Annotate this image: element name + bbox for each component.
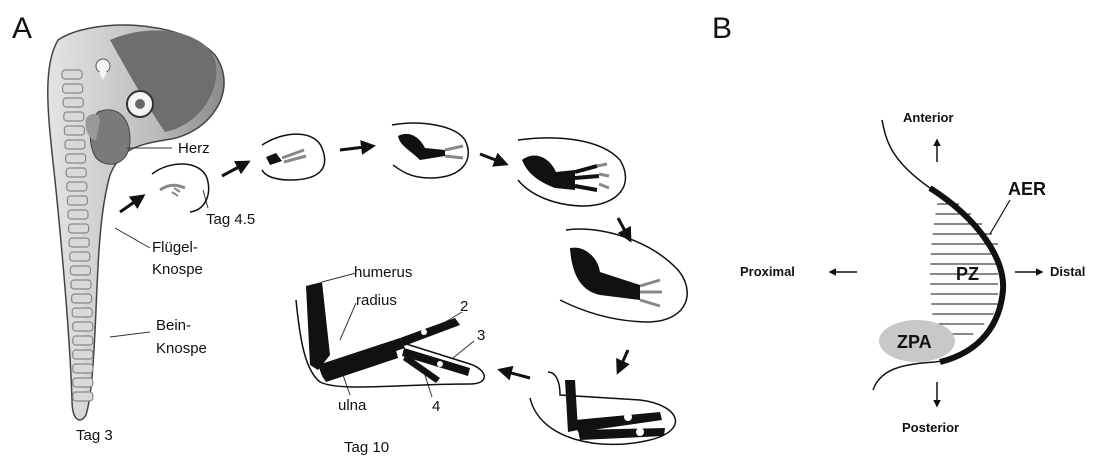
somite [66,168,86,177]
somite [73,336,93,345]
panel-a-letter: A [12,12,32,45]
somite [66,154,86,163]
somite [69,238,89,247]
limb-stage-3 [392,123,468,178]
somite [70,266,90,275]
label-digit-4: 4 [432,398,440,415]
somite [65,140,85,149]
somite [73,322,93,331]
somite [72,308,92,317]
label-zpa: ZPA [897,332,932,352]
label-bein-line2: Knospe [156,340,207,357]
somite [69,224,89,233]
somite [62,70,82,79]
label-herz: Herz [178,140,210,157]
somite [64,112,84,121]
somite [67,196,87,205]
label-ulna: ulna [338,397,367,414]
limb-stage-5 [560,229,687,322]
label-fluegel-line1: Flügel- [152,239,198,256]
label-proximal: Proximal [740,264,795,279]
label-anterior: Anterior [903,110,954,125]
label-tag-4-5: Tag 4.5 [206,211,255,228]
somite [72,294,92,303]
limb-stage-6 [530,372,675,444]
label-tag-3: Tag 3 [76,427,113,444]
label-fluegel-line2: Knospe [152,261,203,278]
limb-stage-1 [152,164,209,212]
label-humerus: humerus [354,264,412,281]
panel-b: B Anterior Posterior Proximal Distal AER… [712,12,1085,435]
somite [71,280,91,289]
somite [73,378,93,387]
label-tag-10: Tag 10 [344,439,389,456]
label-radius: radius [356,292,397,309]
label-pz: PZ [956,264,979,284]
somite [64,126,84,135]
label-aer: AER [1008,179,1046,199]
somite [63,98,83,107]
somite [67,182,87,191]
panel-b-letter: B [712,12,732,45]
label-posterior: Posterior [902,420,959,435]
panel-a: A [12,12,687,456]
somite [70,252,90,261]
label-bein-line1: Bein- [156,317,191,334]
embryo-illustration [48,25,224,420]
somite [73,392,93,401]
limb-stage-4 [518,138,626,206]
label-digit-3: 3 [477,327,485,344]
label-distal: Distal [1050,264,1085,279]
limb-stage-2 [262,134,325,180]
somite [63,84,83,93]
somite [73,364,93,373]
label-digit-2: 2 [460,298,468,315]
somite [73,350,93,359]
somite [68,210,88,219]
